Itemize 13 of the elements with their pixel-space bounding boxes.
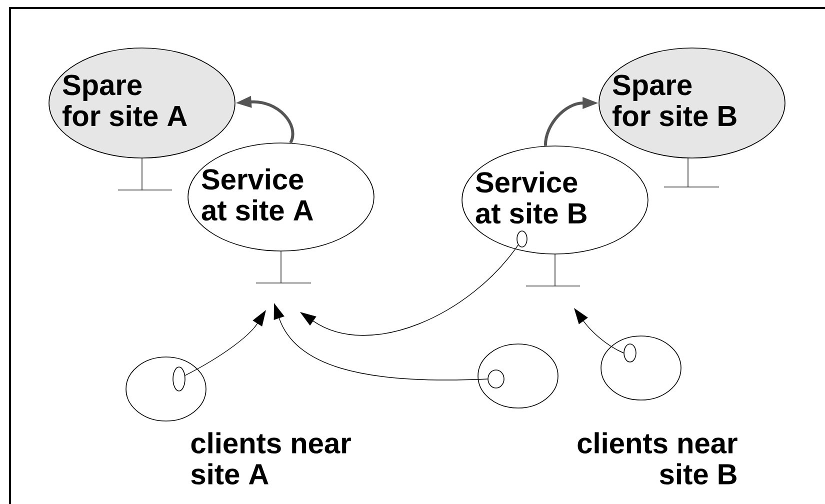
small-ellipse [624,344,636,362]
group-label: clients near site A [191,432,351,484]
small-ellipse [516,230,528,248]
ellipse-node: Service at site B [462,146,648,254]
client-ellipse [600,336,682,400]
small-ellipse [172,366,186,392]
client-ellipse [478,344,558,408]
client-ellipse [126,356,206,422]
ellipse-node: Spare for site B [598,48,786,158]
small-ellipse [488,370,504,388]
ellipse-node: Spare for site A [48,48,236,158]
ellipse-node: Service at site A [188,142,374,252]
group-label: clients near site B [578,432,738,484]
